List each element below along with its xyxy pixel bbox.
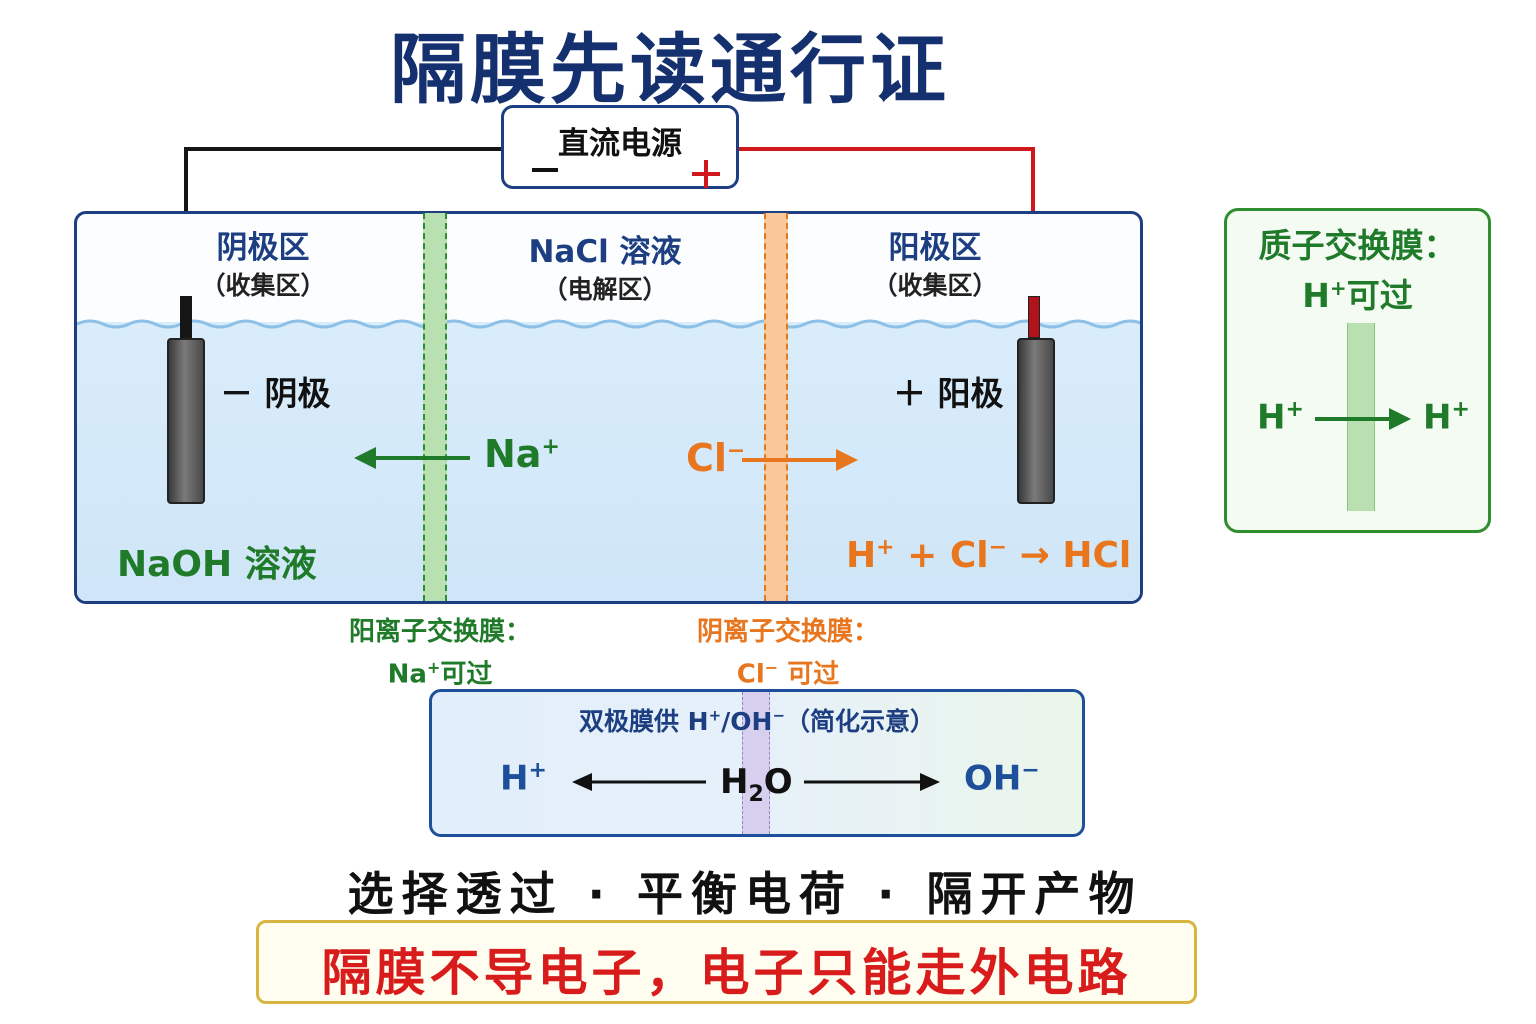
cation-membrane-charge: + <box>426 658 441 677</box>
pem-name: 质子交换膜： <box>1258 226 1457 265</box>
middle-zone-subtitle: （电解区） <box>542 275 668 304</box>
reaction-h-charge: + <box>876 535 895 560</box>
power-supply-label: 直流电源 <box>558 126 682 162</box>
anode-label: ＋ 阳极 <box>893 374 1004 413</box>
pem-rule: H+可过 <box>1227 267 1488 317</box>
pem-left-charge: + <box>1285 397 1304 422</box>
bipolar-proton-charge: + <box>528 758 547 783</box>
cation-membrane-ion: Na <box>387 659 427 690</box>
summary-slogan: 选择透过 · 平衡电荷 · 隔开产物 <box>347 867 1143 921</box>
chloride-charge: − <box>726 438 746 464</box>
water-molecule: H2O <box>720 762 793 807</box>
anion-membrane-charge: − <box>764 658 779 677</box>
sodium-symbol: Na <box>484 432 542 476</box>
water-surface-wave <box>77 319 1140 329</box>
bipolar-title-plus: + <box>708 706 722 725</box>
key-point-banner: 隔膜不导电子，电子只能走外电路 <box>256 920 1197 1004</box>
cathode-electrode <box>167 338 205 504</box>
pem-right-symbol: H <box>1423 397 1452 438</box>
anion-membrane-pass: 可过 <box>778 659 840 690</box>
bipolar-left-arrow <box>572 773 706 791</box>
cation-membrane-name: 阳离子交换膜： <box>348 617 531 647</box>
reaction-arrow: → <box>1019 535 1050 576</box>
reaction-cl-charge: − <box>988 535 1008 560</box>
proton-exchange-membrane-panel: 质子交换膜： H+可过 H+ H+ <box>1224 208 1491 533</box>
electrolysis-tank <box>74 211 1143 604</box>
bipolar-right-arrow <box>804 773 940 791</box>
anode-connector <box>1028 296 1040 338</box>
proton-transfer-arrow <box>1315 408 1411 430</box>
minus-terminal-icon <box>532 168 558 172</box>
bipolar-hydroxide: OH− <box>964 758 1040 798</box>
anion-membrane-caption: 阴离子交换膜： Cl− 可过 <box>668 614 908 693</box>
wire-positive-horizontal <box>739 147 1035 151</box>
pem-right-proton: H+ <box>1423 397 1470 437</box>
plus-terminal-icon-vertical <box>704 160 708 188</box>
reaction-cl: Cl <box>949 535 989 576</box>
bipolar-hydroxide-symbol: OH <box>964 758 1022 799</box>
sodium-migration-arrow <box>354 447 470 469</box>
cation-exchange-membrane <box>423 213 447 601</box>
water-subscript: 2 <box>748 781 764 807</box>
pem-title: 质子交换膜： H+可过 <box>1227 225 1488 317</box>
pem-pass: 可过 <box>1346 276 1413 315</box>
pem-left-symbol: H <box>1257 397 1286 438</box>
anode-zone-subtitle: （收集区） <box>872 271 998 300</box>
water-h: H <box>720 762 749 802</box>
wire-negative-horizontal <box>184 147 502 151</box>
key-point-text: 隔膜不导电子，电子只能走外电路 <box>321 944 1132 1002</box>
bipolar-title-mid: /OH <box>721 707 773 736</box>
bipolar-title: 双极膜供 H+/OH−（简化示意） <box>432 702 1082 738</box>
bipolar-hydroxide-charge: − <box>1021 758 1040 783</box>
page-title: 隔膜先读通行证 <box>390 25 950 114</box>
bipolar-title-suffix: （简化示意） <box>785 707 936 736</box>
pem-left-proton: H+ <box>1257 397 1304 437</box>
naoh-solution-label: NaOH 溶液 <box>117 544 317 585</box>
cathode-zone-title: 阴极区 <box>216 230 310 266</box>
bipolar-membrane-strip <box>742 692 770 834</box>
anion-membrane-rule: Cl− 可过 <box>668 650 908 693</box>
anion-membrane-name: 阴离子交换膜： <box>696 617 879 647</box>
reaction-h: H <box>846 535 877 576</box>
water-o: O <box>763 762 793 802</box>
sodium-ion-label: Na+ <box>484 432 560 476</box>
electrolyte-water <box>77 322 1140 601</box>
reaction-plus: + <box>907 535 938 576</box>
chloride-symbol: Cl <box>686 436 727 480</box>
dc-power-supply: 直流电源 <box>501 105 739 189</box>
cathode-label: － 阴极 <box>220 374 331 413</box>
middle-zone-title: NaCl 溶液 <box>528 234 682 270</box>
pem-charge: + <box>1329 276 1347 300</box>
cathode-connector <box>180 296 192 338</box>
anode-electrode <box>1017 338 1055 504</box>
bipolar-membrane-panel: 双极膜供 H+/OH−（简化示意） H+ H2O OH− <box>429 689 1085 837</box>
chloride-ion-label: Cl− <box>686 436 745 480</box>
cation-membrane-rule: Na+可过 <box>320 650 560 693</box>
pem-right-charge: + <box>1451 397 1470 422</box>
cation-membrane-pass: 可过 <box>440 659 493 690</box>
pem-ion: H <box>1302 276 1330 315</box>
bipolar-title-prefix: 双极膜供 H <box>578 707 709 736</box>
anode-zone-title: 阳极区 <box>888 230 982 266</box>
anion-exchange-membrane <box>764 213 788 601</box>
bipolar-proton-symbol: H <box>500 758 529 799</box>
bipolar-proton: H+ <box>500 758 547 798</box>
reaction-product: HCl <box>1062 535 1132 576</box>
anion-membrane-ion: Cl <box>736 659 765 690</box>
hcl-reaction-equation: H+ + Cl− → HCl <box>846 535 1131 576</box>
bipolar-title-minus: − <box>772 706 786 725</box>
cation-membrane-caption: 阳离子交换膜： Na+可过 <box>320 614 560 693</box>
cathode-zone-subtitle: （收集区） <box>200 271 326 300</box>
chloride-migration-arrow <box>742 449 858 471</box>
sodium-charge: + <box>541 434 560 460</box>
